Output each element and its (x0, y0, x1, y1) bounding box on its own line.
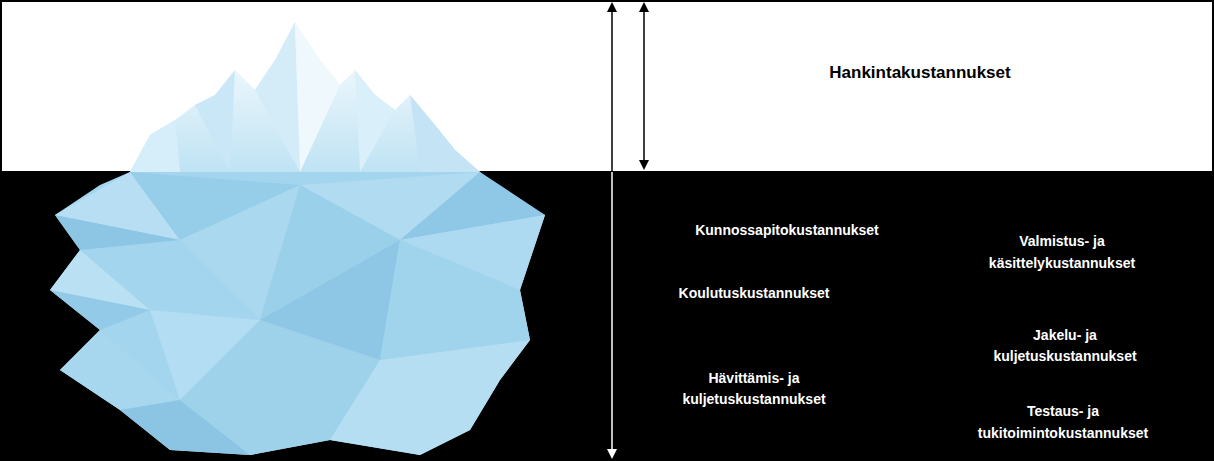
visible-cost-label: Hankintakustannukset (760, 62, 1080, 84)
hidden-cost-label: Kunnossapitokustannukset (657, 221, 917, 239)
frame (1, 1, 1213, 172)
hidden-cost-label: Testaus- ja tukitoimintokustannukset (956, 400, 1171, 445)
iceberg-tip (130, 22, 480, 172)
hidden-cost-label: Valmistus- ja käsittelykustannukset (967, 230, 1157, 275)
hidden-cost-label: Hävittämis- ja kuljetuskustannukset (667, 368, 842, 410)
iceberg-underwater (50, 172, 545, 455)
above-water-ground (0, 0, 1214, 172)
hidden-cost-label: Jakelu- ja kuljetuskustannukset (978, 325, 1153, 367)
hidden-cost-label: Koulutuskustannukset (634, 284, 874, 302)
below-water-ground (0, 172, 1214, 461)
dimension-arrows (607, 2, 649, 459)
